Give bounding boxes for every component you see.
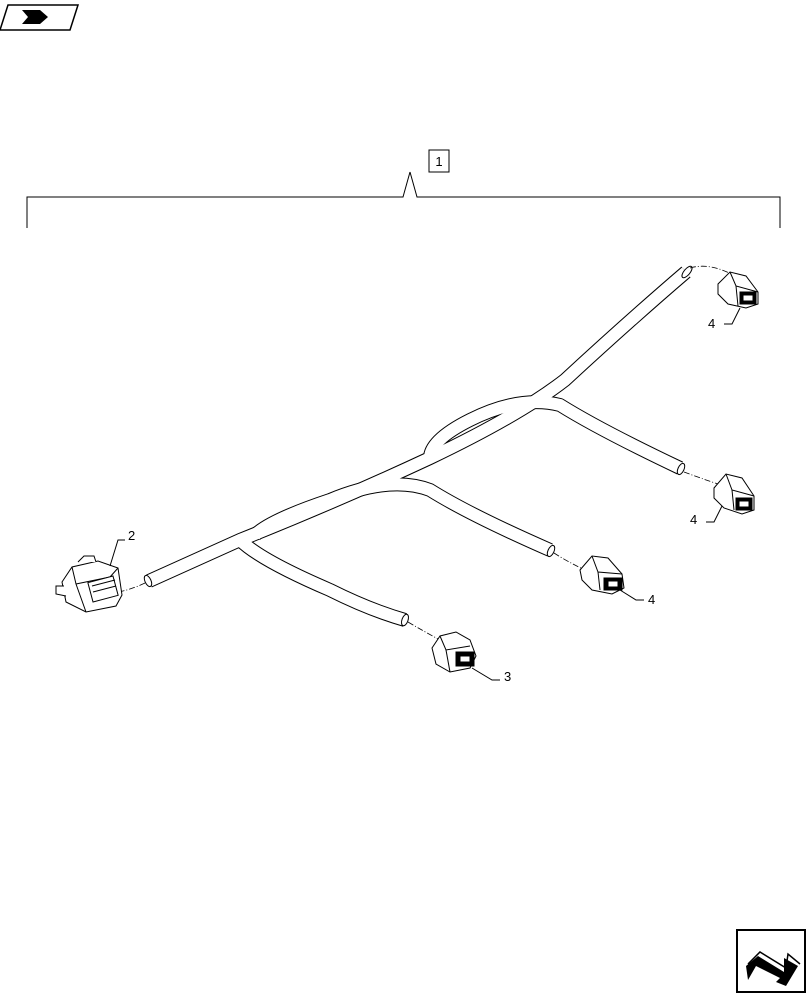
callout-2: 2 [109, 528, 135, 567]
svg-text:4: 4 [690, 512, 697, 527]
wire-harness [143, 265, 693, 627]
connector-3 [431, 631, 477, 673]
callout-4-middle: 4 [619, 589, 655, 607]
return-to-index-icon[interactable] [0, 4, 80, 31]
svg-text:1: 1 [435, 154, 442, 169]
svg-text:3: 3 [504, 669, 511, 684]
svg-text:4: 4 [708, 316, 715, 331]
callout-4-right-upper: 4 [708, 307, 741, 331]
connector-4-right-upper [717, 271, 759, 309]
svg-text:4: 4 [648, 592, 655, 607]
callout-4-right-lower: 4 [690, 505, 723, 527]
next-page-arrow-icon[interactable] [736, 929, 806, 993]
assembly-bracket [26, 171, 781, 228]
svg-text:2: 2 [128, 528, 135, 543]
callout-1: 1 [428, 149, 450, 173]
callout-3: 3 [471, 667, 511, 684]
connector-4-right-lower [713, 473, 755, 515]
connector-4-middle [579, 555, 625, 595]
connector-2 [55, 555, 123, 613]
